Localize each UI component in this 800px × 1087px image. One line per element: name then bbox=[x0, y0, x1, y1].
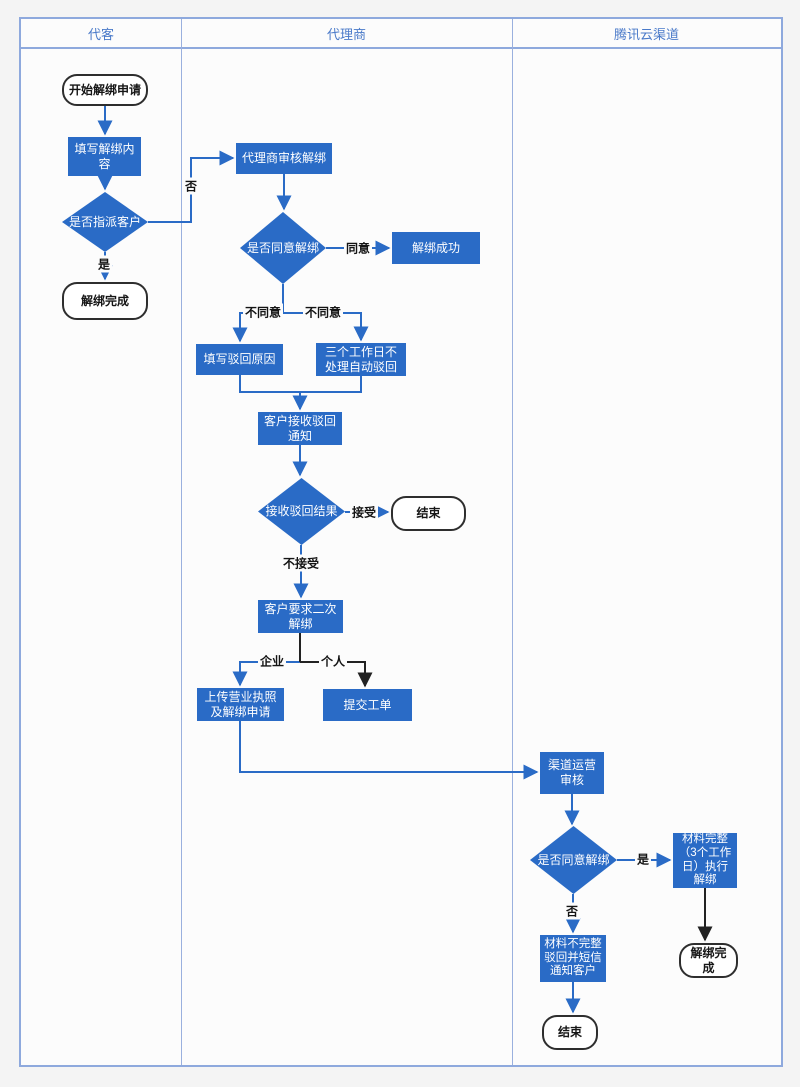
lane-divider-1 bbox=[181, 19, 182, 1065]
node-auto-reject-3-days: 三个工作日不处理自动驳回 bbox=[316, 343, 406, 376]
lane-header-tencent-channel: 腾讯云渠道 bbox=[613, 26, 679, 42]
edge-reason-merge bbox=[239, 375, 300, 393]
node-fill-reject-reason: 填写驳回原因 bbox=[196, 344, 283, 375]
lane-header-customer: 代客 bbox=[87, 26, 114, 42]
node-unbind-complete-2: 解绑完成 bbox=[679, 943, 738, 978]
node-unbind-complete-1: 解绑完成 bbox=[62, 282, 148, 320]
edge-label-yes-2: 是 bbox=[634, 850, 652, 868]
node-unbind-success: 解绑成功 bbox=[392, 232, 480, 264]
edge-label-disagree-left: 不同意 bbox=[242, 303, 284, 321]
node-material-incomplete-reject-sms: 材料不完整驳回并短信通知客户 bbox=[540, 935, 606, 982]
node-upload-license-and-application: 上传营业执照及解绑申请 bbox=[197, 688, 284, 721]
node-start-unbind-request: 开始解绑申请 bbox=[62, 74, 148, 106]
node-end-2: 结束 bbox=[542, 1015, 598, 1050]
edge-label-disagree-right: 不同意 bbox=[302, 303, 344, 321]
node-customer-second-unbind: 客户要求二次解绑 bbox=[258, 600, 343, 633]
edge-label-company: 企业 bbox=[257, 652, 287, 670]
edge-label-person: 个人 bbox=[318, 652, 348, 670]
edge-auto-merge bbox=[300, 376, 362, 393]
node-submit-ticket: 提交工单 bbox=[323, 689, 412, 721]
lane-header-row: 代客 代理商 腾讯云渠道 bbox=[21, 19, 781, 49]
node-end-1: 结束 bbox=[391, 496, 466, 531]
node-channel-operation-review: 渠道运营审核 bbox=[540, 752, 604, 794]
node-customer-receive-reject-notice: 客户接收驳回通知 bbox=[258, 412, 342, 445]
edge-label-no-1: 否 bbox=[182, 177, 200, 195]
node-fill-unbind-content: 填写解绑内容 bbox=[68, 137, 141, 176]
lane-divider-2 bbox=[512, 19, 513, 1065]
edge-label-no-2: 否 bbox=[563, 902, 581, 920]
edge-label-agree: 同意 bbox=[343, 239, 373, 257]
edge-label-accept: 接受 bbox=[349, 503, 379, 521]
swimlane-table: 代客 代理商 腾讯云渠道 bbox=[19, 17, 783, 1067]
edge-label-yes-1: 是 bbox=[95, 255, 113, 273]
edge-upload-to-channel bbox=[239, 721, 539, 780]
lane-header-agent: 代理商 bbox=[326, 26, 366, 42]
node-agent-review-unbind: 代理商审核解绑 bbox=[236, 143, 332, 174]
node-material-complete-execute-unbind: 材料完整（3个工作日）执行解绑 bbox=[673, 833, 737, 888]
edge-label-not-accept: 不接受 bbox=[280, 554, 322, 572]
